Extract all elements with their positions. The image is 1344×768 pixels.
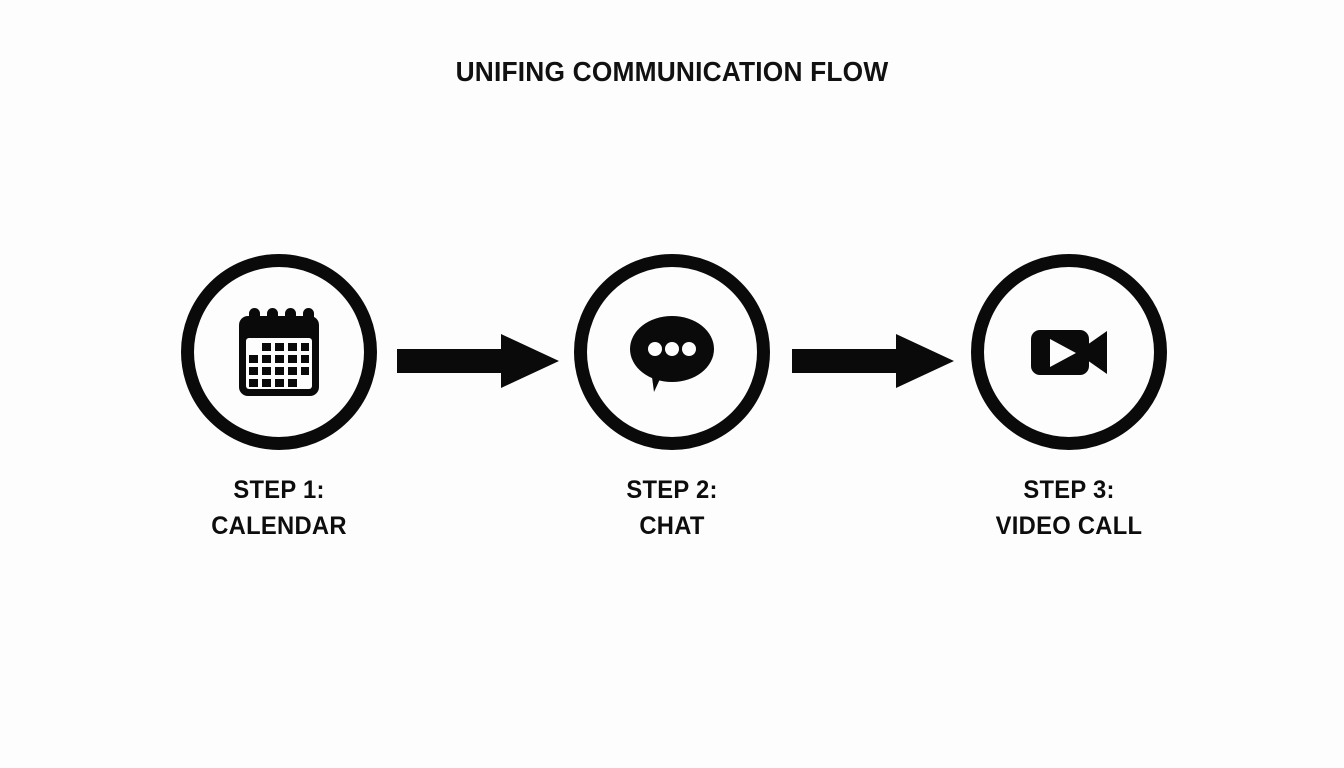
arrow-right-icon [397,334,559,388]
arrow-2 [792,332,954,390]
step-1-label-line1: STEP 1: [233,476,325,504]
step-1-circle[interactable] [181,254,377,450]
flow-step-1[interactable]: STEP 1: CALENDAR [149,254,409,544]
step-3-label-line1: STEP 3: [1023,476,1115,504]
video-camera-icon [1017,300,1121,404]
step-2-circle[interactable] [574,254,770,450]
page-title: UNIFING COMMUNICATION FLOW [455,56,889,87]
step-3-caption: STEP 3: VIDEO CALL [946,472,1193,544]
step-3-circle[interactable] [971,254,1167,450]
step-2-caption: STEP 2: CHAT [549,472,796,544]
chat-bubble-icon [620,300,724,404]
step-3-label-line2: VIDEO CALL [995,512,1143,540]
step-2-label-line2: CHAT [639,512,705,540]
arrow-right-icon [792,334,954,388]
flow-diagram: STEP 1: CALENDAR [0,254,1344,554]
step-2-label-line1: STEP 2: [626,476,718,504]
calendar-icon [227,300,331,404]
flow-step-3[interactable]: STEP 3: VIDEO CALL [939,254,1199,544]
arrow-1 [397,332,559,390]
step-1-caption: STEP 1: CALENDAR [156,472,403,544]
flow-step-2[interactable]: STEP 2: CHAT [542,254,802,544]
step-1-label-line2: CALENDAR [211,512,347,540]
